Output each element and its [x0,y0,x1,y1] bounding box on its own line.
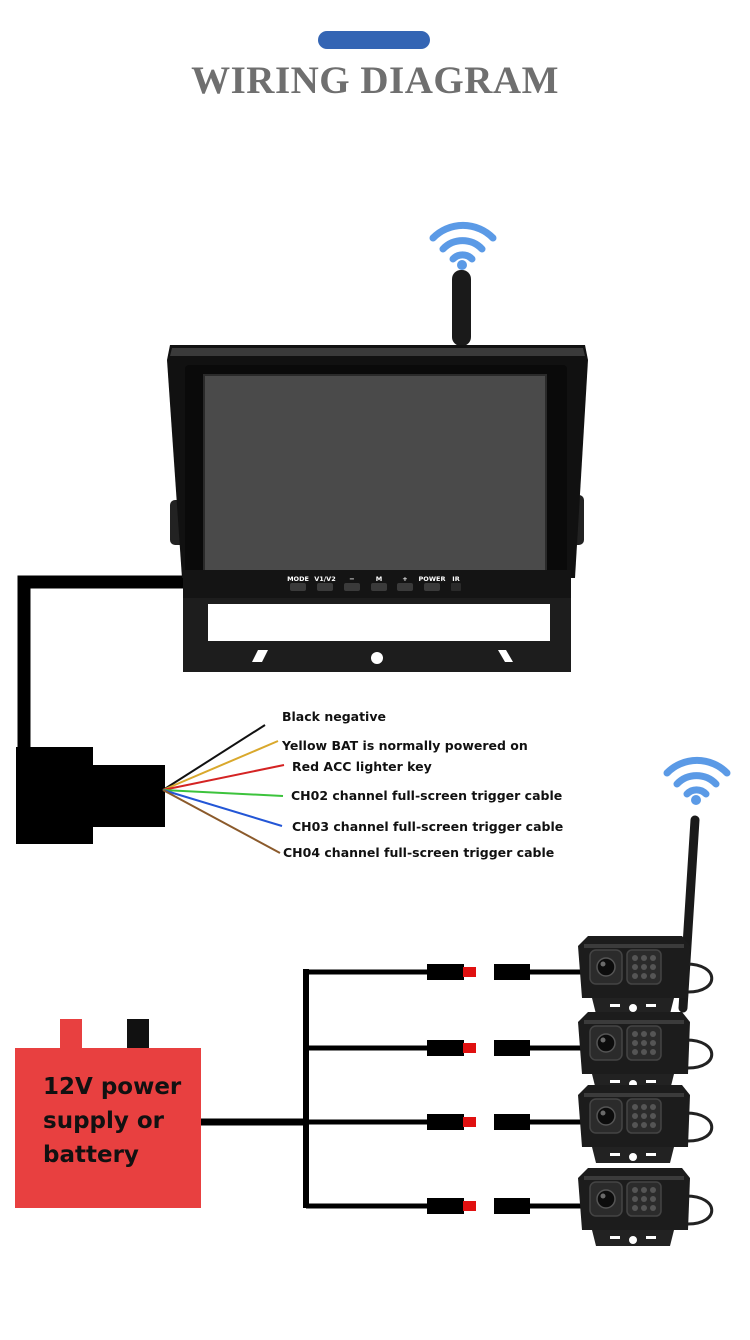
monitor [167,270,588,672]
monitor-button-minus[interactable]: − [344,575,360,591]
camera-connector-1 [306,964,585,980]
camera-1 [578,936,714,1014]
svg-text:MODE: MODE [287,575,309,583]
wire-label-ch02: CH02 channel full-screen trigger cable [291,788,562,803]
colored-wires [162,724,285,854]
harness-connector [16,747,165,844]
camera-4 [578,1168,714,1246]
cameras [578,936,714,1246]
battery-label-line-1: 12V power [43,1074,182,1100]
wire-6 [162,789,281,854]
wire-label-black: Black negative [282,709,386,724]
svg-text:V1/V2: V1/V2 [314,575,335,583]
wire-5 [162,789,283,827]
monitor-button-power[interactable]: POWER [419,575,446,591]
monitor-antenna [452,270,471,346]
battery-label-line-2: supply or [43,1108,165,1134]
battery-body [15,1048,201,1208]
wire-2 [162,740,279,791]
svg-text:M: M [376,575,382,583]
wifi-signal-icon [663,756,731,805]
monitor-harness-cable [17,575,185,755]
wire-1 [162,724,266,791]
monitor-ir-sensor: IR [451,575,461,591]
monitor-button-v1v2[interactable]: V1/V2 [314,575,336,591]
svg-text:POWER: POWER [419,575,446,583]
monitor-button-mode[interactable]: MODE [287,575,309,591]
monitor-button-menu[interactable]: M [371,575,387,591]
camera-2 [578,1012,714,1090]
wire-label-ch04: CH04 channel full-screen trigger cable [283,845,554,860]
svg-text:+: + [402,575,407,583]
monitor-screen [203,374,547,572]
wire-label-ch03: CH03 channel full-screen trigger cable [292,819,563,834]
wire-label-red: Red ACC lighter key [292,759,432,774]
battery-label: 12V power supply or battery [43,1070,203,1172]
wire-3 [162,764,285,791]
svg-text:−: − [349,575,354,583]
camera-connector-3 [306,1114,585,1130]
page-title: WIRING DIAGRAM [191,59,559,102]
wire-4 [162,789,284,797]
battery-terminal-negative [127,1019,149,1051]
camera-connectors [306,964,585,1214]
camera-3 [578,1085,714,1163]
wifi-signal-icon [429,221,497,270]
battery-label-line-3: battery [43,1142,139,1168]
camera-connector-2 [306,1040,585,1056]
battery [15,1019,201,1208]
svg-text:IR: IR [452,575,459,583]
monitor-button-plus[interactable]: + [397,575,413,591]
wire-label-yellow: Yellow BAT is normally powered on [281,738,528,753]
camera-connector-4 [306,1198,585,1214]
battery-terminal-positive [60,1019,82,1051]
power-distribution-cable [200,969,309,1208]
header-accent-bar [318,31,430,49]
